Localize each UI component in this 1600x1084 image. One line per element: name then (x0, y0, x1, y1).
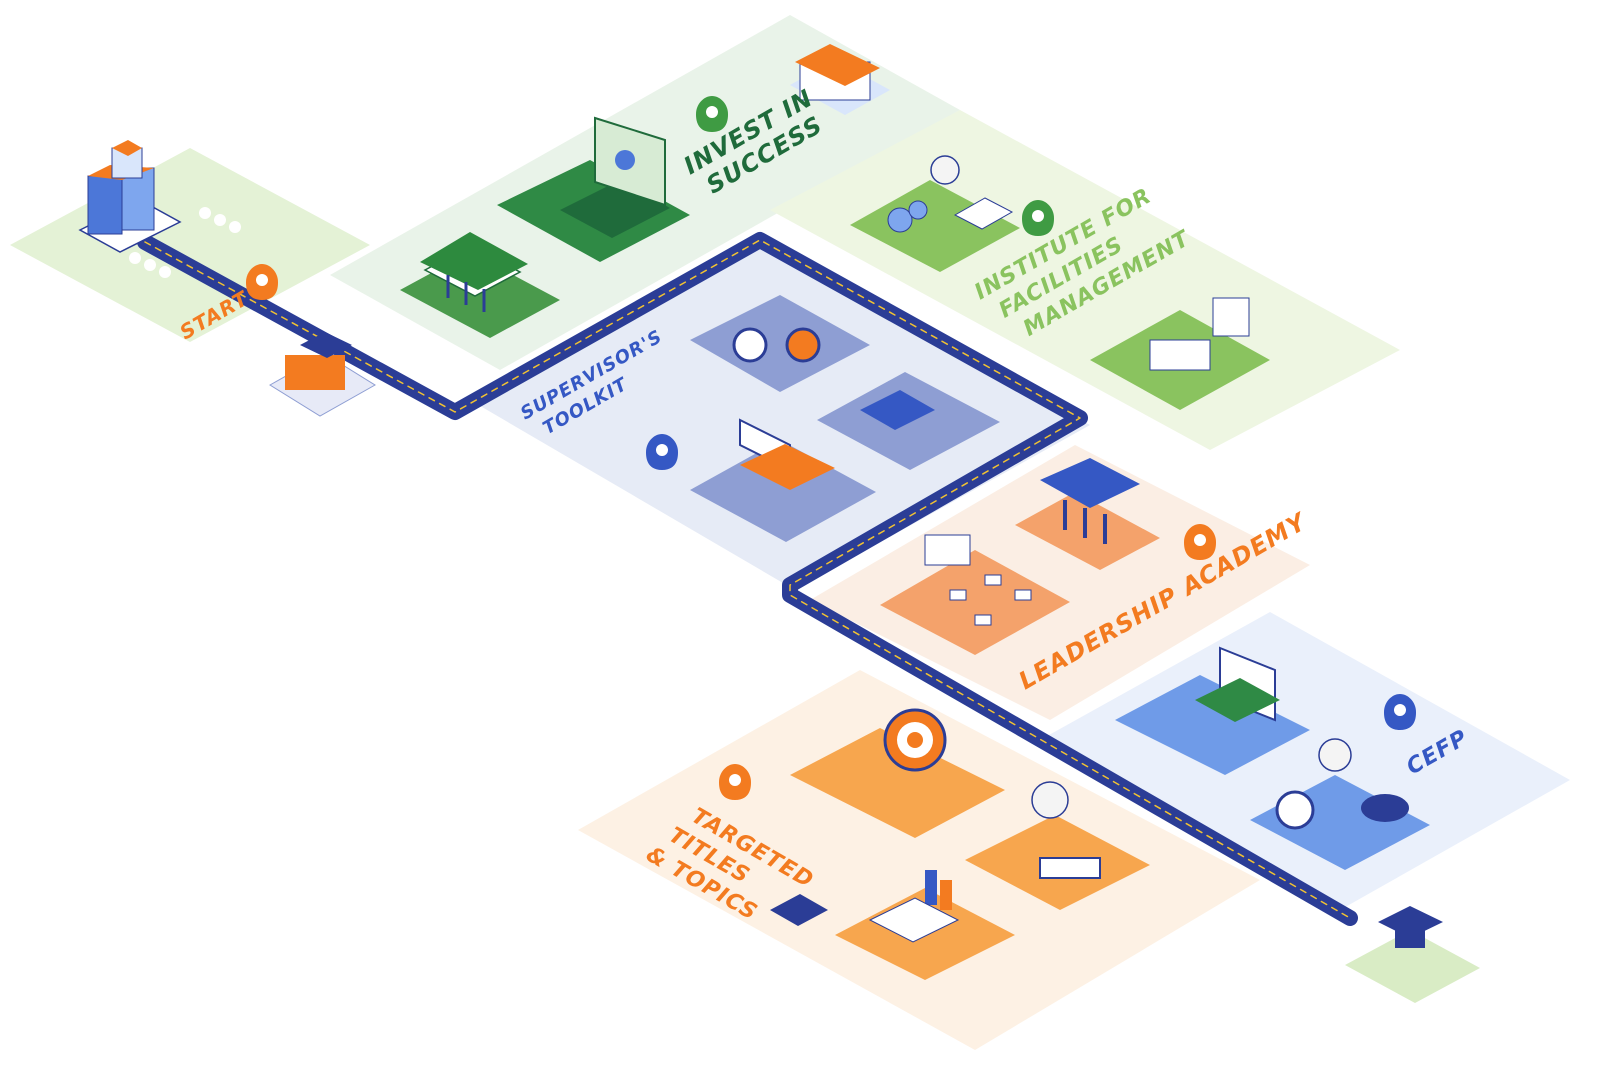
cefp-pin-icon[interactable] (1384, 694, 1416, 730)
institute-classroom-tile (1090, 297, 1270, 410)
invest-bank-tile (400, 232, 560, 338)
invest-house-tile (790, 44, 890, 115)
institute-pin-icon[interactable] (1022, 200, 1054, 236)
zone-leadership (810, 445, 1310, 720)
invest-laptop-tile (497, 116, 690, 262)
institute-meeting-tile (850, 155, 1020, 272)
targeted-chart-tile (835, 870, 1015, 980)
zone-cefp (1040, 612, 1570, 910)
supervisor-laptop-tile (690, 418, 876, 542)
supervisor-gears-tile (690, 295, 870, 392)
road-path (137, 232, 1358, 926)
supervisor-puzzle-tile (817, 372, 1000, 470)
cefp-compass-tile (1250, 738, 1430, 870)
start-pin-icon[interactable] (246, 264, 278, 300)
leadership-bank-tile (1015, 458, 1160, 570)
finish-graduation-tile (1345, 906, 1480, 1003)
cefp-laptop-tile (1115, 646, 1310, 775)
leadership-classroom-tile (880, 534, 1070, 655)
zone-targeted (578, 670, 1260, 1050)
campus-building-illustration (78, 140, 241, 278)
graduation-cap-icon (770, 894, 828, 926)
targeted-pin-icon[interactable] (719, 764, 751, 800)
targeted-phone-tile (965, 781, 1150, 910)
zone-start (10, 148, 370, 342)
supervisor-pin-icon[interactable] (646, 434, 678, 470)
graduation-cap-tile (269, 332, 376, 417)
invest-pin-icon[interactable] (696, 96, 728, 132)
leadership-pin-icon[interactable] (1184, 524, 1216, 560)
targeted-target-tile (790, 708, 1005, 838)
